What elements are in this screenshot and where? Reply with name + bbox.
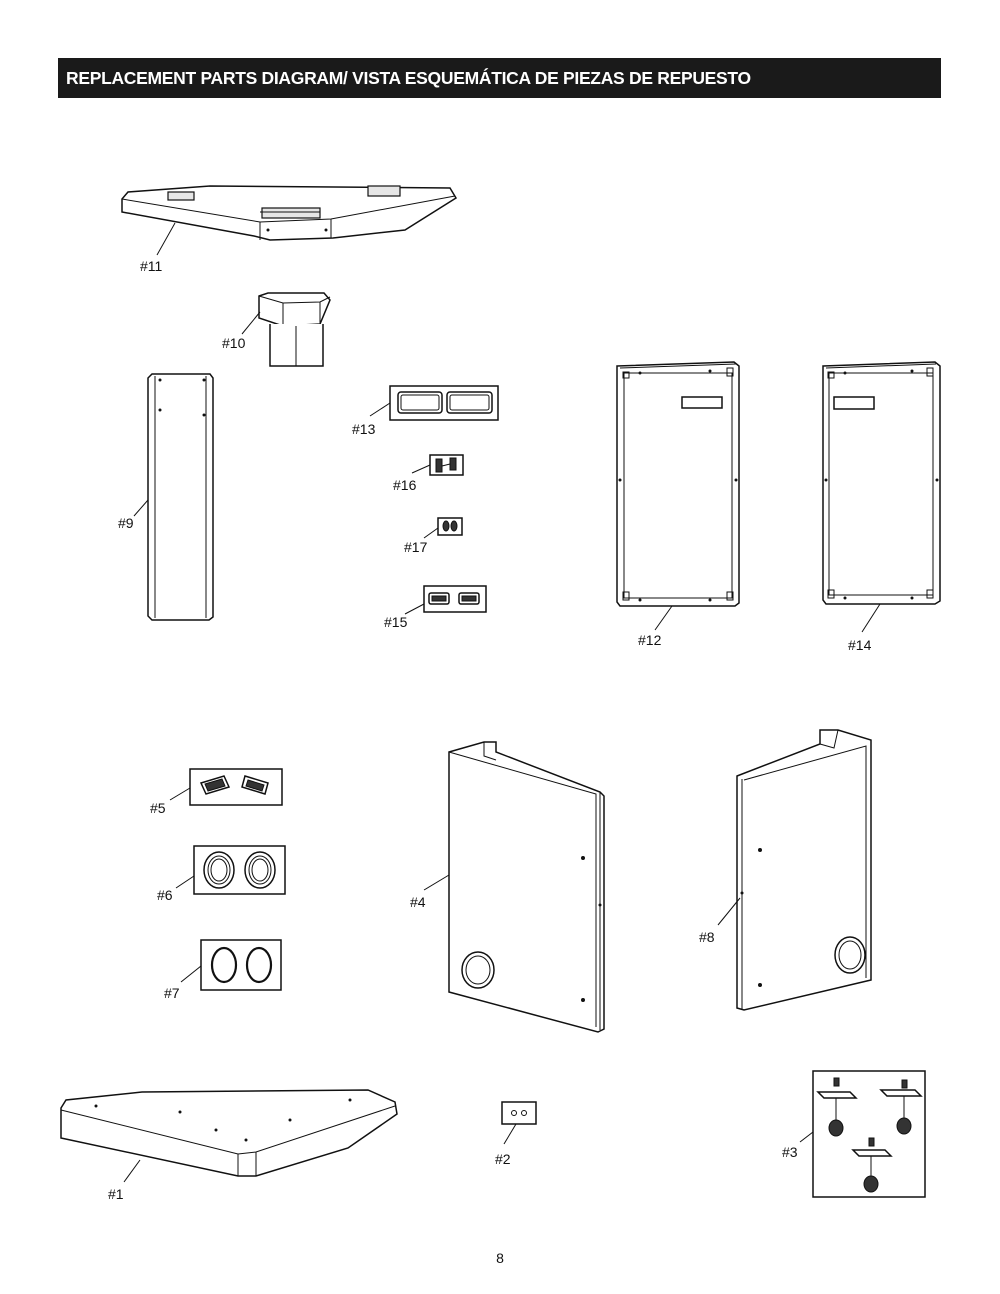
part-9-column	[133, 373, 214, 621]
label-part-2: #2	[495, 1151, 511, 1167]
part-7-gasket-set	[180, 939, 282, 991]
label-part-14: #14	[848, 637, 872, 653]
page-number: 8	[496, 1250, 504, 1266]
part-3-leveling-feet	[799, 1070, 926, 1198]
part-1-base	[60, 1089, 398, 1183]
part-12-door-frame	[616, 361, 740, 631]
label-part-9: #9	[118, 515, 134, 531]
part-13-trim-set	[369, 385, 499, 421]
label-part-4: #4	[410, 894, 426, 910]
label-part-5: #5	[150, 800, 166, 816]
label-part-10: #10	[222, 335, 246, 351]
label-part-15: #15	[384, 614, 408, 630]
part-2-plate	[501, 1101, 537, 1145]
label-part-8: #8	[699, 929, 715, 945]
part-16-hinge-set	[411, 454, 464, 476]
part-4-side-panel	[423, 741, 605, 1033]
part-10-bracket	[241, 292, 331, 367]
part-17-magnet-set	[423, 517, 463, 539]
label-part-11: #11	[140, 258, 163, 274]
label-part-17: #17	[404, 539, 428, 555]
label-part-12: #12	[638, 632, 662, 648]
label-part-16: #16	[393, 477, 417, 493]
part-14-door-frame	[822, 361, 941, 633]
part-11-countertop	[121, 185, 458, 256]
part-6-ring-set	[175, 845, 286, 895]
label-part-3: #3	[782, 1144, 798, 1160]
label-part-6: #6	[157, 887, 173, 903]
part-5-handle-set	[169, 768, 283, 806]
label-part-13: #13	[352, 421, 376, 437]
label-part-1: #1	[108, 1186, 124, 1202]
part-8-side-panel	[717, 729, 872, 1011]
part-15-handle-set	[404, 585, 487, 615]
label-part-7: #7	[164, 985, 180, 1001]
page-header: REPLACEMENT PARTS DIAGRAM/ VISTA ESQUEMÁ…	[58, 58, 941, 98]
